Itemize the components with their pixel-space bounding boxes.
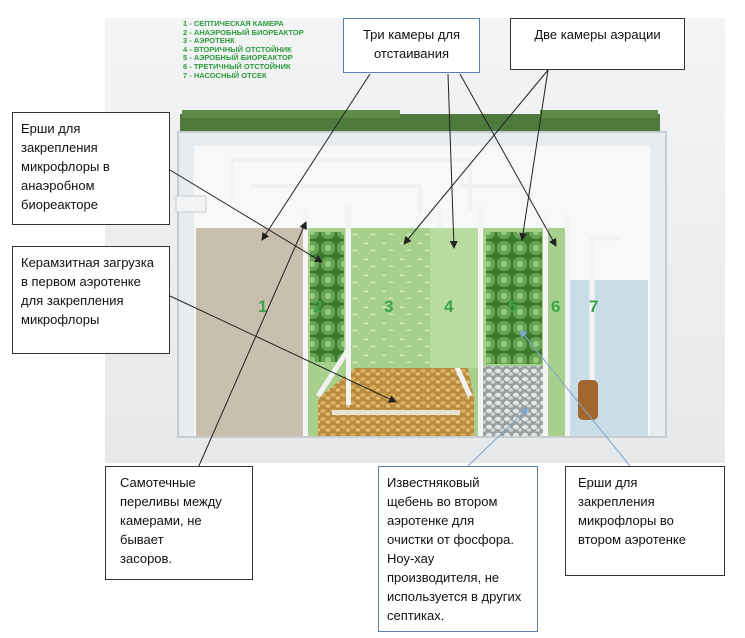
lid-right-top: [540, 110, 658, 118]
legend-item: 7 - НАСОСНЫЙ ОТСЕК: [183, 70, 267, 80]
chamber-number-2: 2: [313, 297, 322, 316]
partition-1-2: [303, 208, 308, 436]
arrow-brushes-aerobic: [519, 329, 631, 467]
callout-limestone: Известняковый щебень во втором аэротенке…: [378, 466, 538, 632]
inlet-pipe: [175, 195, 207, 213]
chamber-number-5: 5: [508, 297, 517, 316]
partition-4-5: [478, 205, 483, 436]
brushes-aerobic: [486, 232, 542, 364]
arrow-settling-3: [459, 73, 557, 247]
callout-overflows: Самотечные переливы между камерами, не б…: [105, 466, 253, 580]
partition-6-7: [565, 214, 570, 436]
arrow-limestone: [467, 407, 529, 467]
chamber-legend: 1 - СЕПТИЧЕСКАЯ КАМЕРА 2 - АНАЭРОБНЫЙ БИ…: [183, 19, 304, 80]
legend-item: 6 - ТРЕТИЧНЫЙ ОТСТОЙНИК: [183, 61, 291, 71]
legend-item: 5 - АЭРОБНЫЙ БИОРЕАКТОР: [183, 53, 293, 63]
partition-5-6: [543, 214, 548, 436]
brushes-anaerobic: [310, 232, 344, 362]
claydite-grid: [332, 410, 460, 415]
chamber-number-4: 4: [444, 297, 454, 316]
pump-pipe: [589, 235, 620, 380]
arrow-overflows: [197, 221, 307, 469]
limestone-bed: [482, 366, 546, 436]
arrow-settling-1: [261, 73, 371, 241]
legend-item: 1 - СЕПТИЧЕСКАЯ КАМЕРА: [183, 19, 284, 28]
arrow-claydite: [169, 295, 397, 403]
chamber-4: [430, 228, 480, 368]
arrow-aeration-1: [403, 69, 549, 245]
legend-item: 4 - ВТОРИЧНЫЙ ОТСТОЙНИК: [183, 44, 292, 54]
callout-brushes-aerobic: Ерши для закрепления микрофлоры во второ…: [565, 466, 725, 576]
chamber-6: [546, 228, 566, 436]
arrow-brushes-anaerobic: [169, 169, 323, 263]
chamber-number-6: 6: [551, 297, 560, 316]
callout-brushes-anaerobic: Ерши для закрепления микрофлоры в анаэро…: [12, 112, 170, 225]
chamber-number-1: 1: [258, 297, 267, 316]
lid-left-top: [182, 110, 400, 118]
callout-settling: Три камеры для отстаивания: [343, 18, 480, 73]
callout-aeration: Две камеры аэрации: [510, 18, 685, 70]
chamber-number-3: 3: [384, 297, 393, 316]
legend-item: 3 - АЭРОТЕНК: [183, 36, 235, 46]
legend-item: 2 - АНАЭРОБНЫЙ БИОРЕАКТОР: [183, 27, 304, 37]
chamber-numbers: 1 2 3 4 5 6 7: [258, 297, 598, 316]
arrow-aeration-2: [519, 69, 549, 241]
chamber-number-7: 7: [589, 297, 598, 316]
arrow-settling-2: [447, 73, 458, 249]
callout-claydite: Керамзитная загрузка в первом аэротенке …: [12, 246, 170, 354]
partition-2-3: [346, 205, 351, 405]
pump: [578, 380, 598, 420]
callout-arrows: [169, 69, 631, 469]
